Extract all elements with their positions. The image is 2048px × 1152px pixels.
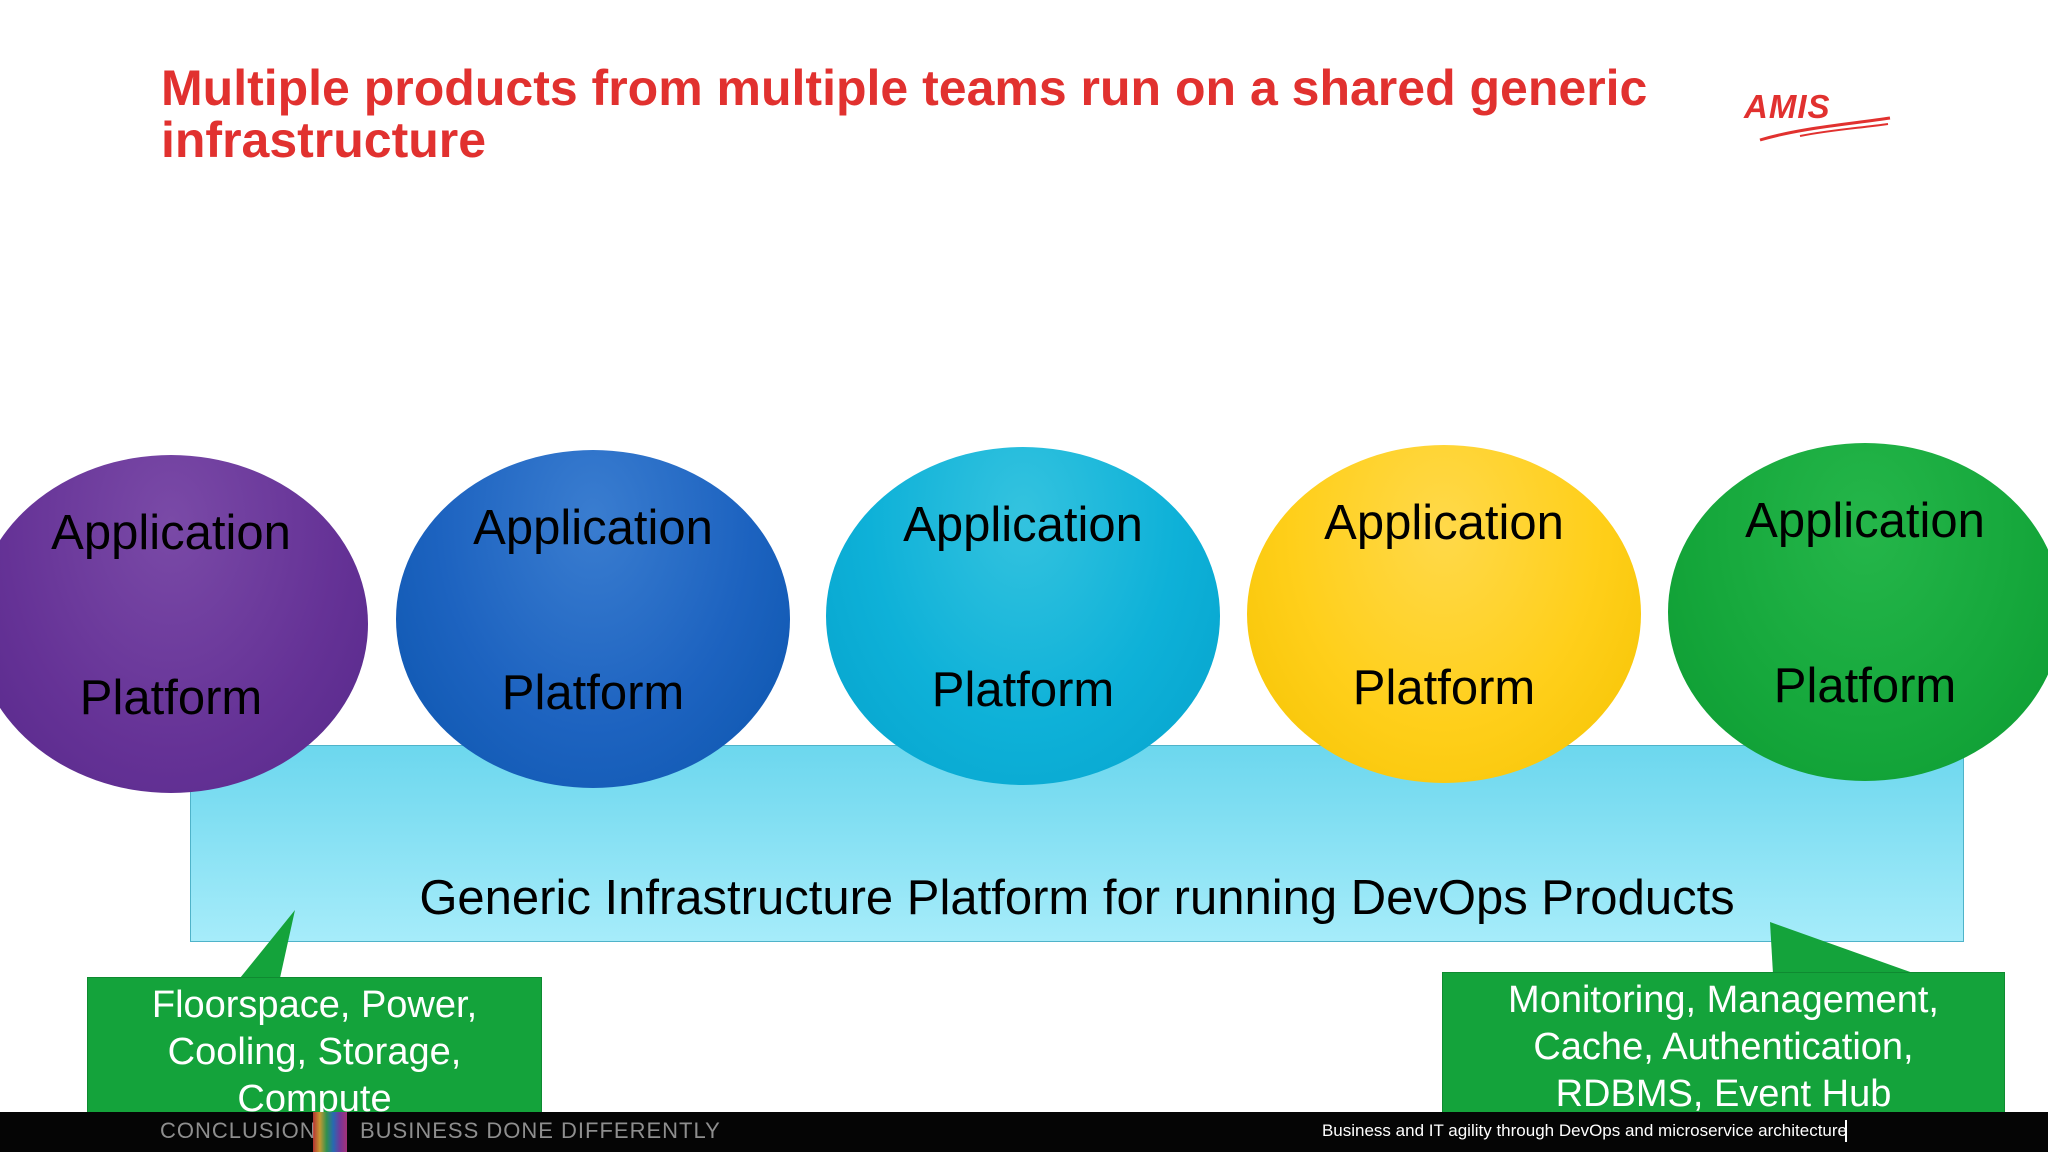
platform-label-line1: Application: [1324, 496, 1564, 550]
platform-label-line2: Platform: [1773, 659, 1957, 713]
footer-presentation-title: Business and IT agility through DevOps a…: [1321, 1121, 1847, 1140]
platform-label-line2: Platform: [501, 666, 685, 720]
callout-line: Floorspace, Power,: [151, 984, 478, 1026]
infrastructure-label: Generic Infrastructure Platform for runn…: [419, 871, 1735, 925]
callout-line: Cache, Authentication,: [1533, 1026, 1914, 1068]
platform-label-line1: Application: [51, 506, 291, 560]
platform-label-line1: Application: [473, 501, 713, 555]
callout-line: Cooling, Storage,: [167, 1031, 462, 1073]
application-platform-3: Application Platform: [826, 447, 1220, 785]
application-platform-2: Application Platform: [396, 450, 790, 788]
footer-bar: CONCLUSION BUSINESS DONE DIFFERENTLY Bus…: [0, 1112, 2048, 1152]
application-platform-5: Application Platform: [1668, 443, 2048, 781]
platform-label-line1: Application: [1745, 494, 1985, 548]
callout-platform-services: Monitoring, Management, Cache, Authentic…: [1442, 972, 2005, 1120]
application-platform-4: Application Platform: [1247, 445, 1641, 783]
callout-line: RDBMS, Event Hub: [1555, 1073, 1892, 1115]
callout-left-pointer: [240, 910, 295, 978]
platform-label-line2: Platform: [79, 671, 263, 725]
callout-line: Monitoring, Management,: [1508, 979, 1939, 1021]
footer-tagline: BUSINESS DONE DIFFERENTLY: [360, 1118, 721, 1143]
logo-swoosh-icon: [1759, 116, 1891, 142]
logo-text: AMIS: [1744, 88, 1831, 125]
callout-right-pointer: [1770, 922, 1916, 974]
footer-divider: [1845, 1120, 1847, 1142]
slide-title: Multiple products from multiple teams ru…: [161, 60, 1648, 168]
footer-conclusion: CONCLUSION: [160, 1118, 317, 1143]
amis-logo: AMIS: [1740, 88, 1900, 150]
application-platform-1: Application Platform: [0, 455, 368, 793]
platform-label-line2: Platform: [931, 663, 1115, 717]
platform-label-line2: Platform: [1352, 661, 1536, 715]
callout-infrastructure-basics: Floorspace, Power, Cooling, Storage, Com…: [87, 977, 542, 1120]
footer-color-stripe: [313, 1112, 347, 1152]
platform-label-line1: Application: [903, 498, 1143, 552]
